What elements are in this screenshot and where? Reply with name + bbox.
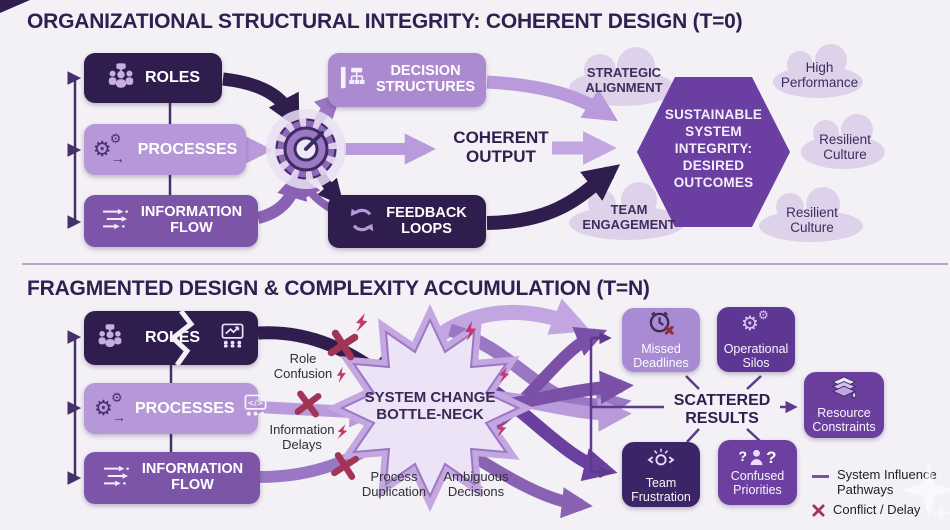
frustration-icon bbox=[645, 446, 677, 473]
team-frustration-label: Team Frustration bbox=[631, 475, 691, 504]
code-window-icon: </> bbox=[244, 394, 269, 424]
cycle-arrows-icon bbox=[347, 205, 377, 239]
gauge-gear-icon bbox=[266, 109, 346, 189]
hexagon-outcomes bbox=[637, 77, 790, 227]
cloud-high-performance: High Performance bbox=[780, 60, 859, 91]
legend-conflict-label: Conflict / Delay bbox=[833, 501, 921, 517]
information-flow-label-s1: INFORMATION FLOW bbox=[140, 204, 243, 236]
information-flow-box-s1: INFORMATION FLOW bbox=[84, 195, 258, 247]
pathway-line-icon bbox=[812, 475, 829, 478]
cloud-resilient-culture-1: Resilient Culture bbox=[819, 132, 871, 163]
gears-silos-icon: ⚙⚙ bbox=[741, 308, 769, 335]
gears-icon: ⚙⚙→ bbox=[92, 131, 125, 166]
resource-constraints-box: Resource Constraints bbox=[804, 372, 884, 438]
coherent-output-label: COHERENT OUTPUT bbox=[453, 128, 549, 166]
question-mark: ? bbox=[766, 447, 777, 467]
processes-box-s2: ⚙⚙→ PROCESSES </> bbox=[84, 383, 267, 434]
decision-structures-box: DECISION STRUCTURES bbox=[328, 53, 486, 107]
input-bracket-s2 bbox=[67, 330, 173, 485]
clock-missed-icon bbox=[647, 310, 676, 339]
hexagon-label: SUSTAINABLE SYSTEM INTEGRITY: DESIRED OU… bbox=[664, 107, 763, 190]
bottleneck-label: SYSTEM CHANGE BOTTLE-NECK bbox=[364, 389, 496, 423]
roles-box-s2: ROLES bbox=[84, 311, 258, 365]
operational-silos-label: Operational Silos bbox=[723, 342, 789, 370]
input-bracket-s1 bbox=[67, 71, 172, 229]
confused-person-icon: ? ? bbox=[739, 449, 777, 466]
bottleneck-starburst bbox=[326, 304, 534, 512]
processes-label-s1: PROCESSES bbox=[137, 140, 238, 158]
processes-label-s2: PROCESSES bbox=[135, 399, 235, 417]
legend: System Influence Pathways Conflict / Del… bbox=[812, 467, 947, 526]
cloud-resilient-culture-2: Resilient Culture bbox=[786, 205, 838, 236]
confused-priorities-box: ? ? Confused Priorities bbox=[718, 440, 797, 505]
section1-title: ORGANIZATIONAL STRUCTURAL INTEGRITY: COH… bbox=[27, 10, 743, 33]
gears-icon: ⚙⚙→ bbox=[94, 390, 126, 425]
decision-structures-label: DECISION STRUCTURES bbox=[375, 63, 476, 95]
information-flow-label-s2: INFORMATION FLOW bbox=[141, 461, 244, 493]
crack-icon bbox=[169, 311, 195, 365]
confused-priorities-label: Confused Priorities bbox=[730, 468, 785, 497]
information-flow-box-s2: INFORMATION FLOW bbox=[84, 452, 260, 504]
roles-label-s1: ROLES bbox=[144, 69, 201, 87]
feedback-loops-label: FEEDBACK LOOPS bbox=[386, 204, 467, 237]
scattered-results-label: SCATTERED RESULTS bbox=[673, 392, 771, 427]
roles-box-s1: ROLES bbox=[84, 53, 222, 103]
information-delays-label: Information Delays bbox=[269, 422, 335, 452]
flow-arrows-icon bbox=[100, 207, 132, 235]
svg-text:</>: </> bbox=[247, 398, 263, 407]
conflict-x-icon bbox=[812, 504, 825, 521]
missed-deadlines-box: Missed Deadlines bbox=[622, 308, 700, 372]
section-divider bbox=[22, 263, 948, 265]
layers-icon bbox=[829, 376, 859, 403]
cloud-strategic-alignment: STRATEGIC ALIGNMENT bbox=[585, 65, 663, 95]
legend-pathways-label: System Influence Pathways bbox=[837, 467, 937, 497]
operational-silos-box: ⚙⚙ Operational Silos bbox=[717, 307, 795, 372]
role-confusion-label: Role Confusion bbox=[273, 351, 333, 381]
people-group-icon bbox=[106, 62, 136, 94]
corner-accent bbox=[0, 0, 30, 13]
outcome-clouds-shapes bbox=[569, 44, 885, 242]
org-chart-icon bbox=[339, 65, 367, 95]
people-group-icon bbox=[96, 323, 124, 353]
team-chart-icon bbox=[221, 323, 246, 353]
cloud-team-engagement: TEAM ENGAGEMENT bbox=[582, 202, 676, 232]
question-mark: ? bbox=[738, 447, 748, 464]
team-frustration-box: Team Frustration bbox=[622, 442, 700, 507]
process-duplication-label: Process Duplication bbox=[361, 469, 427, 499]
section2-title: FRAGMENTED DESIGN & COMPLEXITY ACCUMULAT… bbox=[27, 277, 650, 300]
resource-constraints-label: Resource Constraints bbox=[812, 406, 876, 434]
influence-pathways bbox=[589, 331, 798, 479]
missed-deadlines-label: Missed Deadlines bbox=[633, 342, 689, 370]
processes-box-s1: ⚙⚙→ PROCESSES bbox=[84, 124, 246, 175]
flow-arrows-icon bbox=[101, 464, 133, 492]
ambiguous-decisions-label: Ambiguous Decisions bbox=[443, 469, 509, 499]
feedback-loops-box: FEEDBACK LOOPS bbox=[328, 195, 486, 248]
